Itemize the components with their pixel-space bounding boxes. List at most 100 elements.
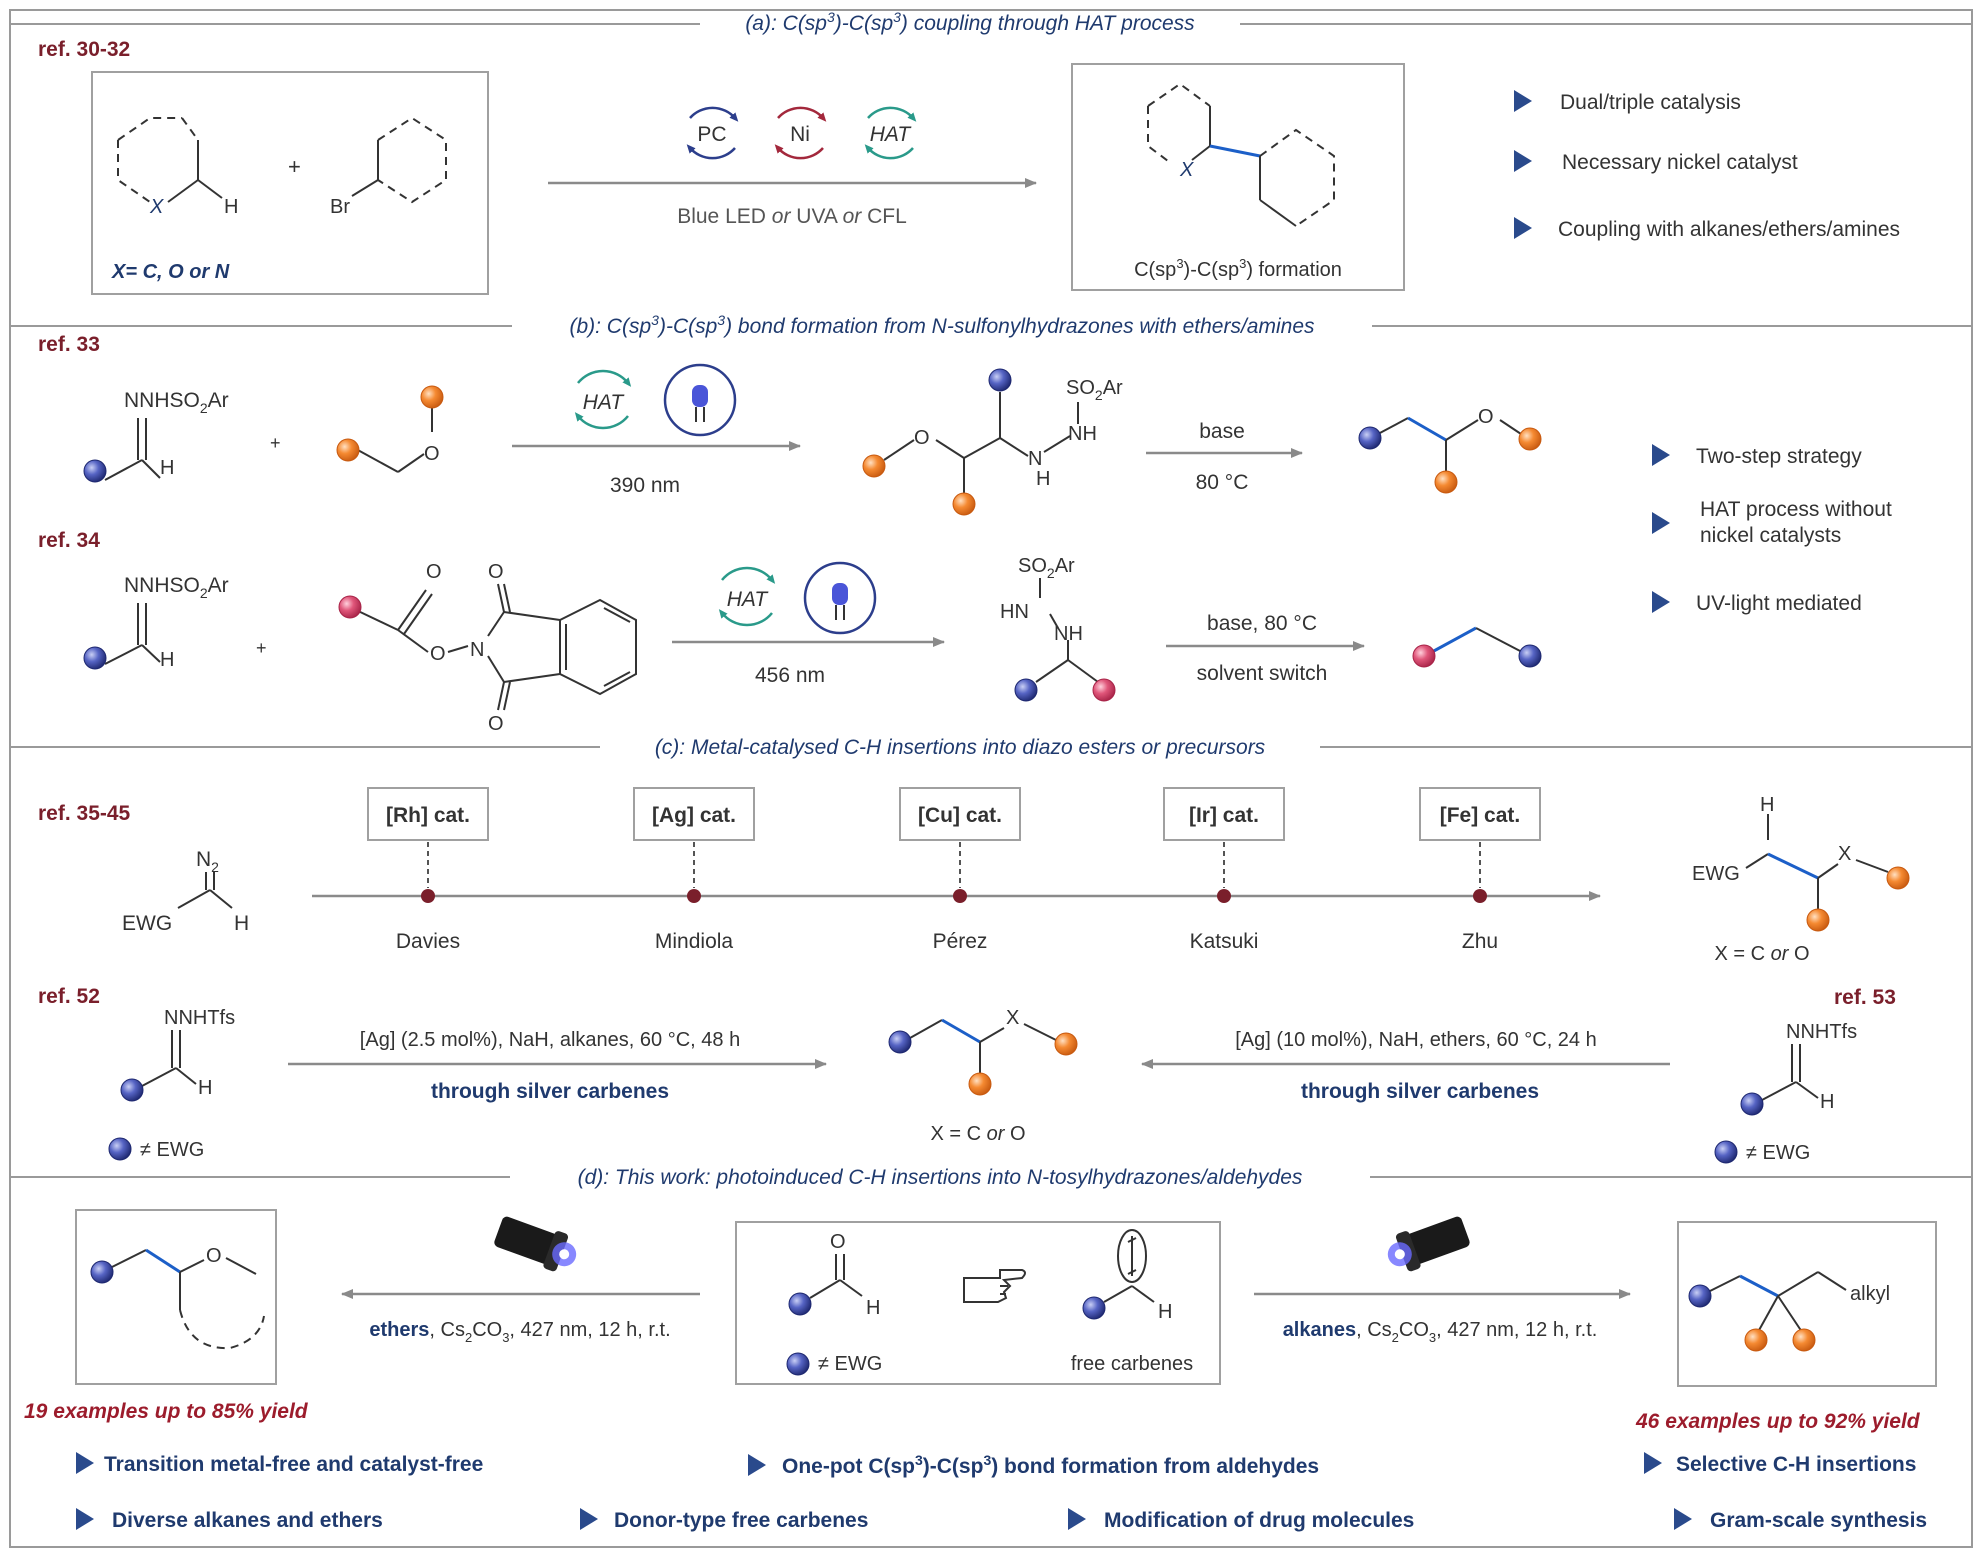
catalyst-box [633,787,755,841]
bullet-text: Necessary nickel catalyst [1562,151,1798,174]
arrow-bullet-icon [1644,1452,1662,1474]
conditions-a: Blue LED or UVA or CFL [677,205,907,228]
hat-cycle-icon: HAT [574,369,632,430]
ref-33: ref. 33 [38,333,100,356]
arrow-bullet-icon [1514,150,1532,172]
conditions-d-right: alkanes, Cs2CO3, 427 nm, 12 h, r.t. [1283,1319,1598,1345]
orange-sphere [336,438,360,462]
blue-sphere [1358,426,1382,450]
atom-o: O [488,561,504,583]
arrow-bullet-icon [1652,591,1670,613]
atom-br: Br [330,196,350,218]
atom-nh: NH [1054,623,1083,645]
bullet-text: Donor-type free carbenes [614,1509,868,1532]
x-definition: X= C, O or N [111,261,230,283]
blue-sphere [90,1260,114,1284]
intermediate-b1 [883,392,1079,494]
blue-sphere [1714,1140,1738,1164]
orange-sphere [952,492,976,516]
atom-h: H [1760,794,1774,816]
nnhtfs-label: NNHTfs [164,1007,235,1029]
atom-o: O [424,443,440,465]
orange-sphere [1434,470,1458,494]
via-silver-carbenes: through silver carbenes [431,1080,669,1103]
ref-34: ref. 34 [38,529,100,552]
nhpi-ester [355,583,637,711]
pc-label: PC [697,123,726,146]
blue-sphere [83,459,107,483]
neq-ewg-label: ≠ EWG [1746,1142,1810,1164]
arrow-bullet-icon [1652,512,1670,534]
blue-sphere [108,1137,132,1161]
hydrazone-b1 [104,418,161,481]
arrow-bullet-icon [748,1454,766,1476]
free-carbenes-label: free carbenes [1071,1353,1193,1375]
neq-ewg-label: ≠ EWG [140,1139,204,1161]
temp-label: 80 °C [1196,471,1249,494]
product-x: X [1179,159,1194,181]
arrow-bullet-icon [76,1452,94,1474]
solvent-switch-label: solvent switch [1197,662,1328,685]
bullet-text: Modification of drug molecules [1104,1509,1414,1532]
atom-h: H [1158,1301,1172,1323]
ref-30-32: ref. 30-32 [38,38,130,61]
catalyst-label: [Cu] cat. [918,804,1002,827]
catalyst-box [1419,787,1541,841]
blue-sphere [788,1292,812,1316]
svg-text:HAT: HAT [583,391,626,414]
product-box-alkane [1677,1221,1937,1387]
product-label-a: C(sp3)-C(sp3) formation [1134,256,1342,281]
bromocyclohexane [351,116,447,204]
diazo-n2: N2 [196,848,219,875]
arrow-bullet-icon [76,1508,94,1530]
nnhtfs-label: NNHTfs [1786,1021,1857,1043]
arrow-bullet-icon [1514,217,1532,239]
atom-o: O [206,1245,222,1267]
researcher-name: Zhu [1462,930,1498,953]
conditions-c-left: [Ag] (2.5 mol%), NaH, alkanes, 60 °C, 48… [360,1029,740,1051]
catalyst-box [1163,787,1285,841]
blue-sphere [786,1352,810,1376]
researcher-name: Mindiola [655,930,734,953]
product-c-center [909,1018,1057,1074]
researcher-name: Katsuki [1190,930,1259,953]
catalyst-timeline: [Rh] cat.Davies[Ag] cat.Mindiola[Cu] cat… [367,787,1541,953]
ether-reagent [355,406,433,473]
timeline-dot [1217,889,1231,903]
hydrazone-b2 [104,603,161,665]
atom-o: O [430,643,446,665]
bullet-text: Selective C-H insertions [1676,1453,1916,1476]
bullet-text: UV-light mediated [1696,592,1862,615]
ni-cycle-icon: Ni [774,106,827,160]
atom-h: H [160,649,174,671]
bullet-text: nickel catalysts [1700,524,1841,547]
atom-hn: HN [1000,601,1029,623]
atom-n: N [1028,448,1042,470]
yield-left: 19 examples up to 85% yield [24,1400,309,1423]
outer-frame [9,9,1973,1548]
atom-x: X [1838,843,1851,865]
blue-sphere [1740,1092,1764,1116]
atom-h: H [160,457,174,479]
aldehyde-structure [809,1254,863,1299]
pink-sphere [338,595,362,619]
led-bulb-icon [803,561,877,635]
catalyst-label: [Fe] cat. [1440,804,1521,827]
blue-sphere [83,646,107,670]
catalyst-label: [Rh] cat. [386,804,470,827]
via-silver-carbenes: through silver carbenes [1301,1080,1539,1103]
timeline-dot [1473,889,1487,903]
hat-cycle-icon: HAT [864,106,917,160]
ref-53: ref. 53 [1834,986,1896,1009]
bullet-text: Dual/triple catalysis [1560,91,1741,114]
atom-o: O [426,561,442,583]
pointing-hand-icon [963,1269,1026,1303]
plus-sign: + [288,154,301,179]
atom-o: O [914,427,930,449]
catalyst-label: [Ag] cat. [652,804,736,827]
arrow-bullet-icon [1674,1508,1692,1530]
blue-sphere [988,368,1012,392]
atom-h: H [234,912,249,935]
section-a-title: (a): C(sp3)-C(sp3) coupling through HAT … [745,9,1195,35]
diazo-ester [177,872,233,909]
